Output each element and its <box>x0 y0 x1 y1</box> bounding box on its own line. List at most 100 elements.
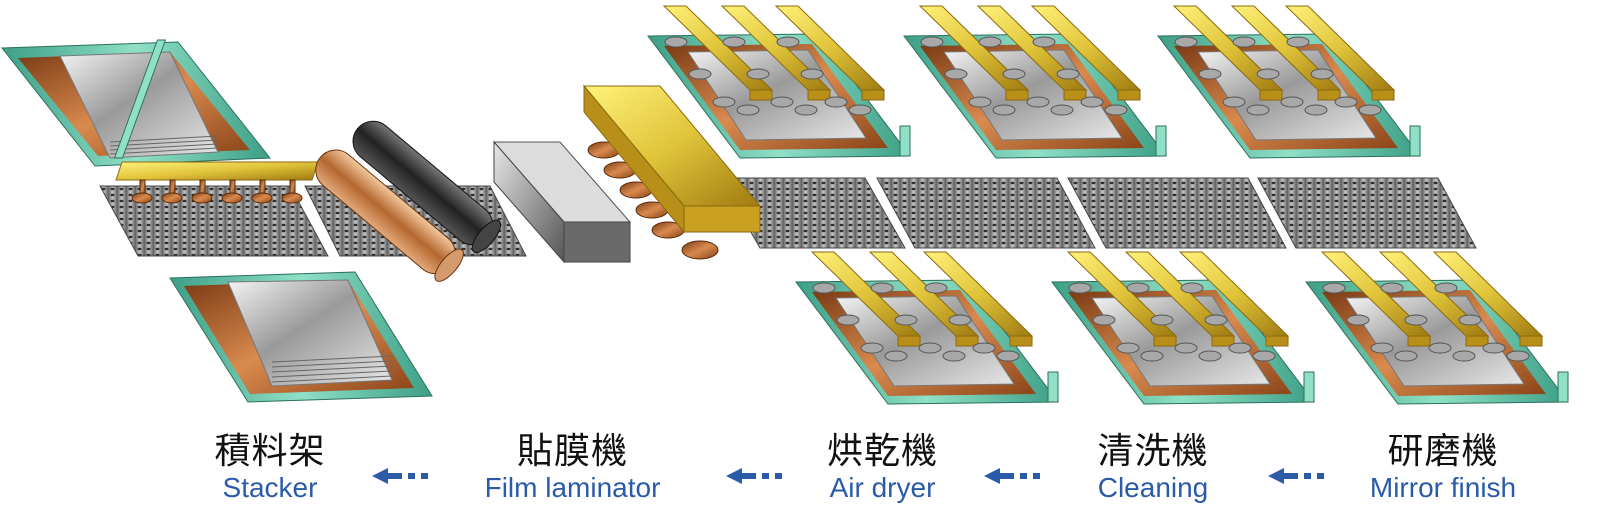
flow-arrow-left-icon <box>984 468 1040 484</box>
suction-pad <box>942 350 966 362</box>
suction-pad <box>1174 36 1198 48</box>
brush-bar-edge <box>1153 335 1177 347</box>
suction-pad <box>870 282 894 294</box>
suction-pad <box>1104 104 1128 116</box>
brush-bar-edge <box>807 89 831 101</box>
suction-pad <box>968 96 992 108</box>
unit-post <box>1303 371 1315 403</box>
suction-pad <box>1050 104 1074 116</box>
suction-pad <box>746 68 770 80</box>
suction-pad <box>1256 68 1280 80</box>
brush-bar-edge <box>1211 335 1235 347</box>
brush-bar-edge <box>897 335 921 347</box>
machine-unit <box>795 251 1059 405</box>
suction-pad <box>1198 68 1222 80</box>
suction-pad <box>1126 282 1150 294</box>
suction-pad <box>920 36 944 48</box>
suction-pad <box>972 342 996 354</box>
stage-label-en: Cleaning <box>1097 472 1209 503</box>
suction-pad <box>1358 104 1382 116</box>
brush-bar-edge <box>1317 89 1341 101</box>
suction-pad <box>664 36 688 48</box>
machine-unit <box>903 5 1167 159</box>
stage-label-stacker: 積料架 Stacker <box>205 432 335 504</box>
suction-pad <box>1228 342 1252 354</box>
suction-pad <box>1304 104 1328 116</box>
laminator-housing <box>492 140 632 264</box>
brush-bar-edge <box>955 335 979 347</box>
suction-pad <box>1380 282 1404 294</box>
unit-post <box>1155 125 1167 157</box>
suction-pad <box>996 350 1020 362</box>
suction-pad <box>948 314 972 326</box>
suction-pad <box>812 282 836 294</box>
flow-arrow-left-icon <box>1268 468 1324 484</box>
suction-pad <box>1280 96 1304 108</box>
suction-pad <box>1180 282 1204 294</box>
suction-pad <box>1334 96 1358 108</box>
suction-pad <box>1252 350 1276 362</box>
brush-bar-edge <box>1519 335 1543 347</box>
unit-post <box>1047 371 1059 403</box>
dryer-entry-unit <box>582 84 762 260</box>
stage-label-air-dryer: 烘乾機 Air dryer <box>810 432 955 504</box>
suction-pad <box>800 68 824 80</box>
suction-pad <box>1232 36 1256 48</box>
suction-pad <box>1026 96 1050 108</box>
stacker-tray-bottom <box>169 271 433 403</box>
stage-label-mirror-finish: 研磨機 Mirror finish <box>1338 432 1548 504</box>
suction-pad <box>1150 314 1174 326</box>
suction-pad <box>736 104 760 116</box>
suction-pad <box>836 314 860 326</box>
brush-bar-edge <box>1407 335 1431 347</box>
brush-bar-edge <box>1005 89 1029 101</box>
suction-pad <box>860 342 884 354</box>
unit-post <box>1409 125 1421 157</box>
flow-arrows <box>372 468 1324 484</box>
suction-pad <box>1394 350 1418 362</box>
suction-pad <box>1286 36 1310 48</box>
suction-pad <box>1032 36 1056 48</box>
unit-post <box>899 125 911 157</box>
stacker-tray-top <box>0 39 271 167</box>
laminator-rollers <box>315 120 502 282</box>
suction-pad <box>1204 314 1228 326</box>
stage-label-en: Mirror finish <box>1369 472 1517 503</box>
suction-pad <box>824 96 848 108</box>
brush-bar-edge <box>1117 89 1141 101</box>
brush-bar-edge <box>1009 335 1033 347</box>
suction-pad <box>1174 342 1198 354</box>
stage-label-film-laminator: 貼膜機 Film laminator <box>465 432 680 504</box>
suction-pad <box>1092 314 1116 326</box>
suction-pad <box>1428 342 1452 354</box>
suction-pad <box>992 104 1016 116</box>
unit-post <box>1557 371 1569 403</box>
brush-bar-edge <box>1371 89 1395 101</box>
suction-pad <box>1056 68 1080 80</box>
suction-pad <box>794 104 818 116</box>
suction-pad <box>712 96 736 108</box>
machine-unit <box>1157 5 1421 159</box>
suction-pad <box>1458 314 1482 326</box>
suction-pad <box>1080 96 1104 108</box>
suction-pad <box>924 282 948 294</box>
machine-unit <box>1305 251 1569 405</box>
flow-arrow-left-icon <box>726 468 782 484</box>
suction-pad <box>884 350 908 362</box>
suction-pad <box>1246 104 1270 116</box>
suction-pad <box>894 314 918 326</box>
brush-bar-edge <box>1259 89 1283 101</box>
stage-label-zh: 烘乾機 <box>826 431 938 472</box>
stage-label-en: Air dryer <box>829 472 936 503</box>
suction-gripper <box>115 161 319 204</box>
stage-label-zh: 貼膜機 <box>516 431 628 472</box>
brush-bar-edge <box>1063 89 1087 101</box>
suction-pad <box>978 36 1002 48</box>
machine-unit <box>647 5 911 159</box>
suction-pad <box>944 68 968 80</box>
stage-label-en: Stacker <box>222 472 318 503</box>
suction-pad <box>1434 282 1458 294</box>
suction-pad <box>688 68 712 80</box>
stage-label-zh: 研磨機 <box>1387 431 1499 472</box>
